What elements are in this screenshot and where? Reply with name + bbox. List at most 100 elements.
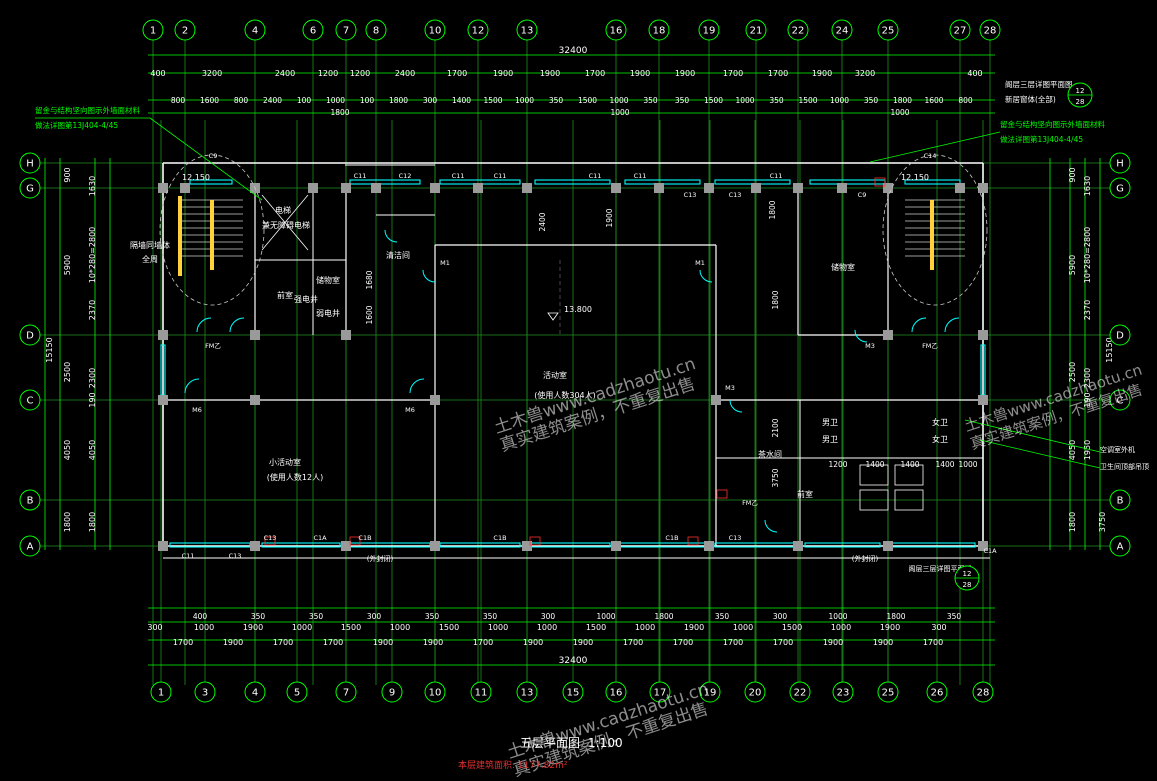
- column-12: [793, 183, 803, 193]
- axis-left-C-circle: [19, 389, 41, 411]
- column-34: [250, 395, 260, 405]
- room-label-3: (使用人数12人): [267, 472, 323, 482]
- room-label-2: 小活动室: [269, 457, 301, 467]
- dim-left-1: 1630: [88, 176, 97, 196]
- callout-ref-top-1: 12: [963, 570, 972, 578]
- dim-top-r1-14: 1900: [812, 69, 832, 78]
- axis-bottom-9-label: 9: [389, 688, 395, 699]
- dim-bottom-small-1: 350: [251, 612, 266, 621]
- inner-dim-0: 1800: [768, 200, 777, 219]
- column-8: [611, 183, 621, 193]
- door-arc-4: [184, 378, 200, 394]
- window-label-6: C11: [634, 172, 647, 180]
- axis-top-24-label: 24: [836, 26, 849, 37]
- column-32: [978, 330, 988, 340]
- column-15: [955, 183, 965, 193]
- column-31: [883, 330, 893, 340]
- column-5: [430, 183, 440, 193]
- dim-top-r2b-0: 1800: [330, 108, 349, 117]
- red-detail-0: [264, 536, 276, 546]
- axis-top-13-circle: [516, 19, 538, 41]
- inner-dim-10: 1400: [900, 460, 919, 469]
- dim-top-r2-21: 1000: [830, 96, 849, 105]
- dim-bottom-r2-1: 1900: [223, 638, 243, 647]
- axis-left-B-circle: [19, 489, 41, 511]
- dim-bottom-small-4: 350: [425, 612, 440, 621]
- room-label-14: 男卫: [822, 418, 838, 427]
- door-label-5: M3: [865, 342, 875, 350]
- window-label-1: C11: [354, 172, 367, 180]
- axis-right-C-circle: [1109, 389, 1131, 411]
- dim-right-2: 5900: [1068, 255, 1077, 275]
- dim-top-r1-16: 400: [967, 69, 982, 78]
- axis-top-16-circle: [605, 19, 627, 41]
- dim-top-r1-6: 1700: [447, 69, 467, 78]
- dim-bottom-r1-12: 1000: [733, 623, 753, 632]
- axis-top-7-circle: [335, 19, 357, 41]
- dim-right-6: 2500: [1068, 362, 1077, 382]
- axis-top-6-label: 6: [310, 26, 316, 37]
- axis-bottom-10-label: 10: [429, 688, 442, 699]
- axis-top-18-circle: [648, 19, 670, 41]
- room-label-6: 茶水间: [758, 449, 782, 459]
- column-17: [250, 541, 260, 551]
- axis-left-C-label: C: [27, 396, 34, 407]
- dim-top-r2-20: 1500: [798, 96, 817, 105]
- dim-bottom-r1-13: 1500: [782, 623, 802, 632]
- axis-top-4-circle: [244, 19, 266, 41]
- dim-top-r2-15: 350: [643, 96, 658, 105]
- dim-bottom-r1-4: 1500: [341, 623, 361, 632]
- axis-top-1-label: 1: [150, 26, 156, 37]
- dim-bottom-r1-2: 1900: [243, 623, 263, 632]
- axis-top-10-label: 10: [429, 26, 442, 37]
- dim-top-r1-7: 1900: [493, 69, 513, 78]
- door-label-1: FM乙: [922, 342, 938, 350]
- dim-bottom-small-10: 300: [773, 612, 788, 621]
- dim-bottom-r1-3: 1000: [292, 623, 312, 632]
- axis-top-21-label: 21: [750, 26, 763, 37]
- inner-dim-5: 1600: [365, 305, 374, 324]
- inner-dim-9: 1400: [865, 460, 884, 469]
- stair-handrail-right: [930, 200, 934, 270]
- room-label-0: 活动室: [543, 370, 567, 380]
- axis-bottom-16-circle: [605, 681, 627, 703]
- column-3: [341, 183, 351, 193]
- axis-right-D-label: D: [1116, 331, 1124, 342]
- dim-right-5: 15150: [1105, 337, 1114, 362]
- note-right-side-leader: [964, 419, 1101, 453]
- dim-bottom-r2-3: 1700: [323, 638, 343, 647]
- axis-top-7-label: 7: [343, 26, 349, 37]
- dim-top-r2-19: 350: [769, 96, 784, 105]
- dim-right-9: 4050: [1068, 440, 1077, 460]
- dim-top-r1-4: 1200: [350, 69, 370, 78]
- window-label-3: C11: [452, 172, 465, 180]
- axis-top-28-circle: [979, 19, 1001, 41]
- window-label-9: C13: [729, 191, 742, 199]
- room-label-15: 女卫: [932, 417, 948, 427]
- toilet-stall-2: [859, 489, 889, 511]
- dim-right-3: 10*280=2800: [1083, 227, 1092, 284]
- note-right-side-1: 卫生间顶部吊顶: [1100, 462, 1149, 471]
- window-label-19: C13: [229, 552, 242, 560]
- axis-top-19-circle: [698, 19, 720, 41]
- axis-left-G-label: G: [26, 184, 34, 195]
- axis-right-D-circle: [1109, 324, 1131, 346]
- window-label-7: C13: [684, 191, 697, 199]
- window-top-6: [809, 179, 886, 185]
- inner-dim-12: 1000: [958, 460, 977, 469]
- door-arc-b-1: [699, 269, 713, 283]
- dim-bottom-small-6: 300: [541, 612, 556, 621]
- dim-top-r1-13: 1700: [768, 69, 788, 78]
- plan-details: [159, 154, 988, 546]
- dim-top-r1-3: 1200: [318, 69, 338, 78]
- plan-labels: 活动室(使用人数304人)小活动室(使用人数12人)前室储物室茶水间清洁间强电井…: [35, 79, 1149, 591]
- axis-bottom-23-label: 23: [837, 688, 850, 699]
- axis-top-2-label: 2: [182, 26, 188, 37]
- dim-left-6: 2500: [63, 362, 72, 382]
- door-arc-b-0: [422, 269, 436, 283]
- dim-top-r2-17: 1500: [704, 96, 723, 105]
- axis-right-C-label: C: [1117, 396, 1124, 407]
- room-label-18: 前室: [797, 489, 813, 499]
